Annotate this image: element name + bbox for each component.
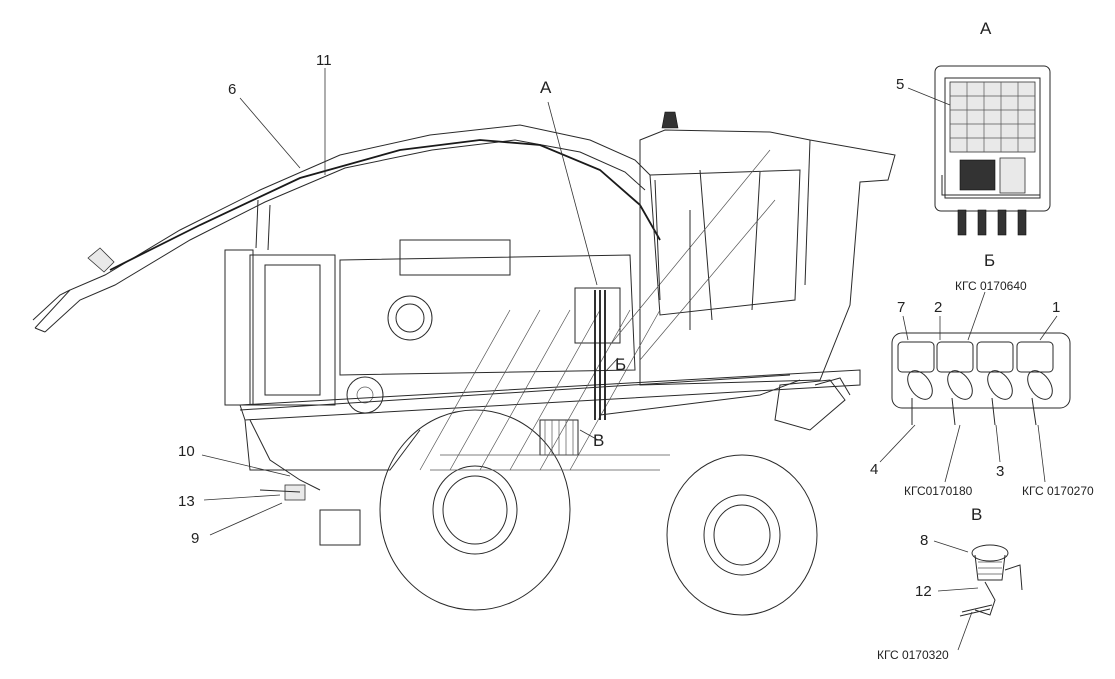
code-kgs-0170180: КГС0170180 <box>904 484 973 498</box>
callout-8: 8 <box>920 532 929 549</box>
code-kgs-0170320: КГС 0170320 <box>877 648 949 662</box>
callout-13: 13 <box>178 493 195 510</box>
callout-1: 1 <box>1052 299 1061 316</box>
callout-5: 5 <box>896 76 905 93</box>
view-b-title: Б <box>984 251 996 270</box>
callout-11: 11 <box>316 52 332 69</box>
view-v-title: В <box>971 505 983 524</box>
code-kgs-0170640: КГС 0170640 <box>955 279 1027 293</box>
main-callout-leaders <box>201 68 326 536</box>
code-kgs-0170270: КГС 0170270 <box>1022 484 1094 498</box>
harvester-side-view <box>32 101 896 616</box>
view-marker-b: Б <box>615 355 627 374</box>
callout-3: 3 <box>996 463 1005 480</box>
view-a-fuse-box <box>907 65 1051 236</box>
callout-9: 9 <box>191 530 200 547</box>
callout-6: 6 <box>228 81 237 98</box>
view-a-title: А <box>980 19 992 38</box>
callout-12: 12 <box>915 583 932 600</box>
view-v-connector <box>933 540 1023 651</box>
view-b-switch-panel <box>879 291 1071 483</box>
callout-7: 7 <box>897 299 906 316</box>
callout-4: 4 <box>870 461 879 478</box>
view-marker-a: А <box>540 78 552 97</box>
callout-2: 2 <box>934 299 943 316</box>
view-marker-v: В <box>593 431 605 450</box>
callout-10: 10 <box>178 443 195 460</box>
